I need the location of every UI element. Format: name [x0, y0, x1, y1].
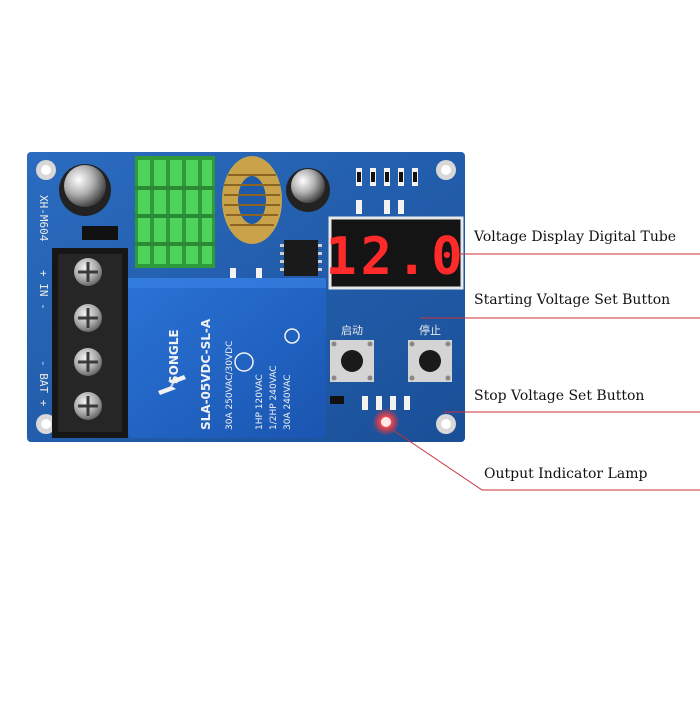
jumper-header — [82, 226, 118, 240]
toroid-inductor — [222, 156, 282, 244]
digital-display — [328, 216, 464, 290]
ic-chip — [280, 240, 322, 276]
callout-start: Starting Voltage Set Button — [474, 292, 671, 308]
stop-button[interactable] — [408, 340, 452, 382]
capacitor-right — [286, 168, 330, 212]
relay-rating-1: 30A 250VAC/30VDC — [225, 341, 235, 430]
relay-rating-4: 30A 240VAC — [283, 374, 293, 430]
callout-stop: Stop Voltage Set Button — [474, 388, 645, 404]
bottom-smd-row — [330, 396, 410, 410]
display-digits: 12.0 — [325, 227, 466, 287]
callout-lamp: Output Indicator Lamp — [484, 466, 648, 482]
output-indicator-lamp — [372, 408, 400, 436]
relay — [128, 278, 326, 438]
terminal-in-label: + IN - — [37, 270, 50, 310]
callout-lines — [389, 253, 700, 491]
smd-pads — [357, 172, 417, 182]
relay-brand: SONGLE — [167, 329, 181, 384]
capacitor-left — [59, 164, 111, 216]
terminal-bat-label: - BAT + — [37, 360, 50, 407]
relay-logo — [158, 375, 186, 395]
relay-rating-2: 1HP 120VAC — [255, 374, 265, 430]
relay-rating-3: 1/2HP 240VAC — [269, 365, 279, 430]
relay-cert-marks — [234, 328, 300, 372]
stop-cn-label: 停止 — [419, 323, 441, 337]
relay-model: SLA-05VDC-SL-A — [199, 318, 213, 430]
start-button[interactable] — [330, 340, 374, 382]
mounting-holes — [36, 160, 456, 434]
callout-display: Voltage Display Digital Tube — [474, 229, 677, 245]
heatsink — [135, 156, 215, 268]
model-label: XH-M604 — [37, 195, 50, 242]
start-cn-label: 启动 — [341, 324, 363, 337]
terminal-block — [52, 248, 128, 438]
